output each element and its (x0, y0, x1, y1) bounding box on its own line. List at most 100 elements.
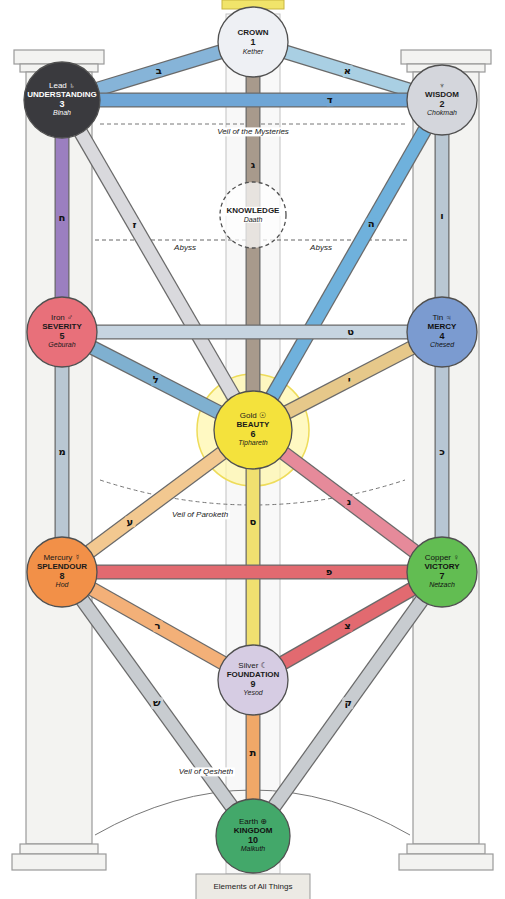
beauty-halo (197, 374, 309, 486)
sephira-number: 8 (59, 572, 64, 582)
path-band (253, 469, 254, 646)
path-letter: נ (345, 496, 354, 508)
path-fill (90, 453, 222, 551)
node-text-block: Iron ♂SEVERITY5Geburah (42, 314, 82, 349)
sephira-circle: Iron ♂SEVERITY5Geburah (26, 296, 98, 368)
planet-metal: Silver ☾ (238, 662, 267, 671)
sephira-number: 5 (59, 332, 64, 342)
path-outline (435, 367, 450, 538)
hebrew-name: Kether (243, 48, 264, 56)
hebrew-name: Chokmah (427, 110, 457, 118)
sephira-number: 3 (59, 100, 64, 110)
path-band (93, 348, 219, 413)
sephira-circle: Copper ♀VICTORY7Netzach (406, 536, 478, 608)
pillar-capital (401, 50, 491, 64)
sephira-circle: Silver ☾FOUNDATION9Yesod (217, 644, 289, 716)
veil-label: Veil of the Mysteries (215, 127, 291, 136)
path-fill (436, 135, 449, 298)
path-letter: פ (324, 566, 335, 578)
planet-metal: Copper ♀ (425, 554, 459, 563)
path-letter: ק (342, 697, 353, 709)
circle-shape (27, 297, 97, 367)
planet-metal: Mercury ☿ (43, 554, 80, 563)
sephira-circle: Lead ♄UNDERSTANDING3Binah (23, 61, 101, 139)
path-outline (246, 469, 261, 646)
path-outline (93, 348, 219, 413)
circle-shape (218, 7, 288, 77)
path-letter: ש (151, 697, 163, 709)
node-text-block: Mercury ☿SPLENDOUR8Hod (37, 554, 87, 589)
circle-shape (27, 537, 97, 607)
path-letter: ו (438, 210, 445, 222)
sephira-circle: Gold ☉BEAUTY6Tiphareth (213, 390, 293, 470)
sephira-number: 1 (250, 38, 255, 48)
path-fill (436, 367, 449, 538)
path-outline (100, 93, 408, 108)
path-band (100, 100, 408, 101)
path-letter: ג (249, 160, 257, 172)
sephira-number: 7 (439, 572, 444, 582)
node-text-block: KNOWLEDGEDaath (225, 207, 282, 223)
sephira-number: 6 (250, 430, 255, 440)
path-outline (274, 600, 422, 806)
pillar-base (407, 844, 485, 854)
hebrew-name: Daath (242, 216, 265, 224)
sephira-name: MERCY (428, 323, 457, 332)
knowledge-circle: KNOWLEDGEDaath (219, 181, 287, 249)
path-band (97, 572, 408, 573)
path-letter: ע (125, 516, 136, 528)
sephira-name: KINGDOM (234, 827, 273, 836)
path-band (287, 348, 411, 412)
path-letter: ד (325, 94, 335, 106)
sephira-name: BEAUTY (237, 421, 270, 430)
path-outline (97, 565, 408, 580)
path-outline (435, 135, 450, 298)
sephira-name: UNDERSTANDING (27, 91, 97, 100)
node-text-block: Gold ☉BEAUTY6Tiphareth (237, 412, 270, 447)
base-label: Elements of All Things (211, 882, 294, 891)
circle-shape (407, 65, 477, 135)
path-outline (55, 367, 70, 538)
path-letter: מ (56, 446, 67, 458)
path-band (98, 52, 220, 89)
path-fill (56, 367, 69, 538)
circle-shape (220, 182, 286, 248)
veil-label: Veil of Qesheth (177, 767, 235, 776)
node-text-block: Silver ☾FOUNDATION9Yesod (227, 662, 280, 697)
middle-pillar-plinth (196, 874, 310, 899)
abyss-label: Abyss (172, 243, 198, 252)
hebrew-name: Chesed (430, 342, 454, 350)
path-outline (287, 348, 411, 412)
path-letter: ח (57, 212, 68, 224)
hebrew-name: Geburah (48, 342, 75, 350)
hebrew-name: Yesod (243, 690, 262, 698)
path-fill (97, 326, 408, 339)
sephira-number: 9 (250, 680, 255, 690)
node-text-block: ♆WISDOM2Chokmah (425, 82, 459, 117)
sephira-circle: ♆WISDOM2Chokmah (406, 64, 478, 136)
planet-metal: Lead ♄ (49, 82, 75, 91)
sephira-circle: Earth ⊕KINGDOM10Malkuth (215, 798, 291, 874)
node-text-block: Copper ♀VICTORY7Netzach (424, 554, 459, 589)
veil-label: Veil of Paroketh (170, 510, 230, 519)
path-fill (93, 348, 219, 413)
hebrew-name: Netzach (429, 582, 455, 590)
pillar-shaft (26, 72, 92, 844)
sephira-name: CROWN (237, 29, 268, 38)
path-letter: ט (345, 326, 356, 338)
path-fill (97, 566, 408, 579)
path-outline (246, 715, 261, 800)
circle-shape (218, 645, 288, 715)
planet-metal: Earth ⊕ (239, 818, 267, 827)
path-letter: ז (131, 220, 139, 232)
path-letter: ר (152, 620, 162, 632)
path-letter: ה (366, 218, 377, 230)
pillar-base (20, 844, 98, 854)
sephira-circle: Tin ♃MERCY4Chesed (406, 296, 478, 368)
path-fill (98, 52, 220, 89)
circle-shape (24, 62, 100, 138)
path-fill (284, 453, 415, 551)
path-letter: ל (151, 374, 161, 386)
path-outline (286, 52, 409, 90)
